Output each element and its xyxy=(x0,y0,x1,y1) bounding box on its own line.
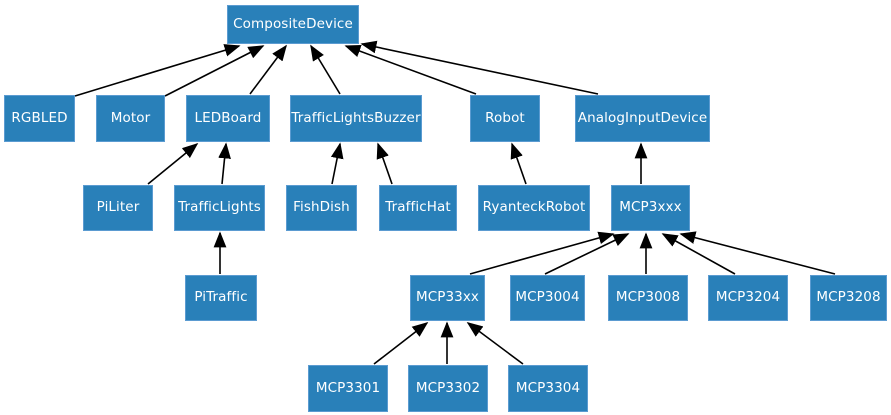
inheritance-arrow xyxy=(466,322,524,365)
class-node-mcp3008[interactable]: MCP3008 xyxy=(608,275,688,321)
class-node-mcp3208[interactable]: MCP3208 xyxy=(810,275,887,321)
inheritance-arrow xyxy=(310,44,341,95)
class-node-label: MCP3302 xyxy=(415,379,481,396)
class-node-analoginputdevice[interactable]: AnalogInputDevice xyxy=(575,95,710,142)
inheritance-arrow xyxy=(164,45,265,97)
inheritance-arrow xyxy=(679,231,836,275)
class-node-compositedevice[interactable]: CompositeDevice xyxy=(227,5,359,44)
class-node-label: AnalogInputDevice xyxy=(577,109,708,126)
class-node-fishdish[interactable]: FishDish xyxy=(286,185,357,231)
class-node-mcp3302[interactable]: MCP3302 xyxy=(408,365,488,412)
class-node-ryanteckrobot[interactable]: RyanteckRobot xyxy=(478,185,590,231)
class-node-label: MCP3208 xyxy=(816,289,881,306)
class-node-traffichat[interactable]: TrafficHat xyxy=(379,185,457,231)
inheritance-arrow xyxy=(376,142,393,185)
class-node-label: MCP3301 xyxy=(315,379,381,396)
inheritance-arrow xyxy=(330,142,344,185)
class-node-label: FishDish xyxy=(293,199,350,216)
class-node-label: PiLiter xyxy=(96,199,140,216)
class-node-pitraffic[interactable]: PiTraffic xyxy=(185,275,257,321)
class-node-mcp3004[interactable]: MCP3004 xyxy=(510,275,585,321)
inheritance-arrow xyxy=(661,233,736,275)
class-node-label: Robot xyxy=(485,109,525,126)
class-node-label: Motor xyxy=(110,109,151,126)
class-node-robot[interactable]: Robot xyxy=(470,95,540,142)
inheritance-arrow xyxy=(510,142,527,185)
inheritance-arrow xyxy=(147,142,199,185)
class-node-mcp3301[interactable]: MCP3301 xyxy=(308,365,388,412)
class-node-label: TrafficLightsBuzzer xyxy=(291,109,421,126)
class-node-label: MCP3204 xyxy=(715,289,781,306)
class-node-motor[interactable]: Motor xyxy=(96,95,165,142)
class-node-label: PiTraffic xyxy=(194,289,248,306)
inheritance-arrow xyxy=(469,231,615,275)
inheritance-arrow xyxy=(360,40,599,95)
class-node-label: LEDBoard xyxy=(194,109,262,126)
class-node-mcp3304[interactable]: MCP3304 xyxy=(508,365,588,412)
class-node-label: CompositeDevice xyxy=(233,15,353,32)
inheritance-arrow xyxy=(249,44,287,95)
inheritance-arrow xyxy=(544,233,630,275)
inheritance-arrow xyxy=(218,142,231,185)
class-node-mcp3204[interactable]: MCP3204 xyxy=(708,275,788,321)
inheritance-arrow xyxy=(373,322,429,365)
class-node-piliter[interactable]: PiLiter xyxy=(83,185,153,231)
class-node-label: MCP33xx xyxy=(415,289,480,306)
class-node-label: RyanteckRobot xyxy=(482,199,586,216)
inheritance-arrow xyxy=(344,44,477,95)
class-node-label: MCP3008 xyxy=(615,289,681,306)
class-node-label: RGBLED xyxy=(11,109,68,126)
class-node-mcp33xx[interactable]: MCP33xx xyxy=(410,275,485,321)
class-node-label: TrafficLights xyxy=(178,199,261,216)
class-node-label: TrafficHat xyxy=(385,199,451,216)
class-node-label: MCP3xxx xyxy=(619,199,682,216)
class-node-trafficlights[interactable]: TrafficLights xyxy=(174,185,265,231)
class-node-ledboard[interactable]: LEDBoard xyxy=(186,95,270,142)
class-node-label: MCP3304 xyxy=(515,379,581,396)
inheritance-arrow xyxy=(74,44,241,97)
class-node-label: MCP3004 xyxy=(515,289,580,306)
class-node-mcp3xxx[interactable]: MCP3xxx xyxy=(611,185,690,231)
class-node-rgbled[interactable]: RGBLED xyxy=(4,95,75,142)
class-node-trafficlightsbuzzer[interactable]: TrafficLightsBuzzer xyxy=(290,95,422,142)
